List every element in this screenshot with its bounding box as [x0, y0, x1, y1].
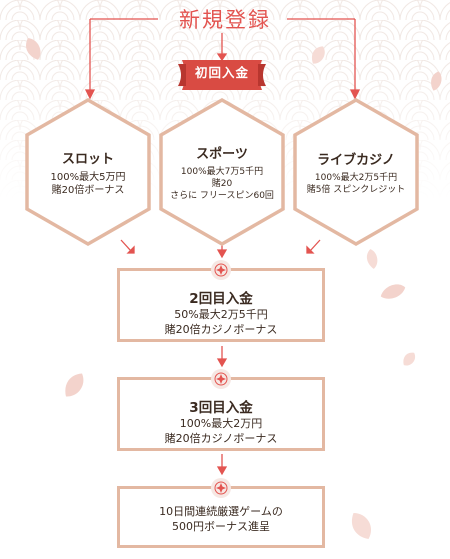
step-second-line-1: 50%最大2万5千円: [174, 308, 268, 321]
step-daily-bonus: 10日間連続厳選ゲームの 500円ボーナス進呈: [117, 478, 325, 548]
page-title: 新規登録: [179, 8, 271, 32]
hex-sports-title: スポーツ: [196, 146, 248, 162]
step-third-title: 3回目入金: [189, 400, 253, 416]
hex-slot-title: スロット: [61, 151, 114, 167]
petal-icon: [351, 513, 372, 539]
hex-slot: スロット 100%最大5万円 賭20倍ボーナス: [24, 97, 152, 247]
crest-icon: [211, 369, 231, 389]
hex-sports: スポーツ 100%最大7万5千円 賭20 さらに フリースピン60回: [158, 97, 286, 247]
petal-icon: [380, 284, 406, 299]
step-second-deposit: 2回目入金 50%最大2万5千円 賭20倍カジノボーナス: [117, 260, 325, 342]
hex-live-casino: ライブカジノ 100%最大2万5千円 賭5倍 スピンクレジット: [292, 97, 420, 247]
crest-icon: [211, 260, 231, 280]
petal-icon: [311, 46, 325, 64]
hex-sports-line-1: 100%最大7万5千円: [180, 166, 264, 177]
step-second-line-2: 賭20倍カジノボーナス: [164, 323, 278, 336]
petal-icon: [366, 249, 378, 269]
crest-icon: [211, 478, 231, 498]
first-deposit-ribbon: [178, 60, 266, 90]
petal-icon: [65, 373, 84, 397]
hex-sports-line-3: さらに フリースピン60回: [170, 190, 274, 201]
step-second-title: 2回目入金: [189, 291, 253, 307]
step-third-line-1: 100%最大2万円: [179, 417, 263, 430]
hex-live-casino-line-2: 賭5倍 スピンクレジット: [306, 184, 406, 195]
ribbon-label: 初回入金: [194, 65, 249, 80]
hex-slot-line-1: 100%最大5万円: [50, 171, 126, 183]
step-daily-line-2: 500円ボーナス進呈: [172, 520, 270, 533]
hex-sports-line-2: 賭20: [211, 178, 233, 189]
hex-live-casino-line-1: 100%最大2万5千円: [314, 172, 398, 183]
petal-icon: [431, 71, 442, 91]
petal-icon: [403, 352, 416, 366]
hex-slot-line-2: 賭20倍ボーナス: [51, 184, 125, 196]
step-daily-line-1: 10日間連続厳選ゲームの: [159, 505, 283, 518]
petal-icon: [26, 38, 41, 60]
step-third-line-2: 賭20倍カジノボーナス: [164, 432, 278, 445]
hex-live-casino-title: ライブカジノ: [317, 152, 395, 168]
step-third-deposit: 3回目入金 100%最大2万円 賭20倍カジノボーナス: [117, 369, 325, 451]
